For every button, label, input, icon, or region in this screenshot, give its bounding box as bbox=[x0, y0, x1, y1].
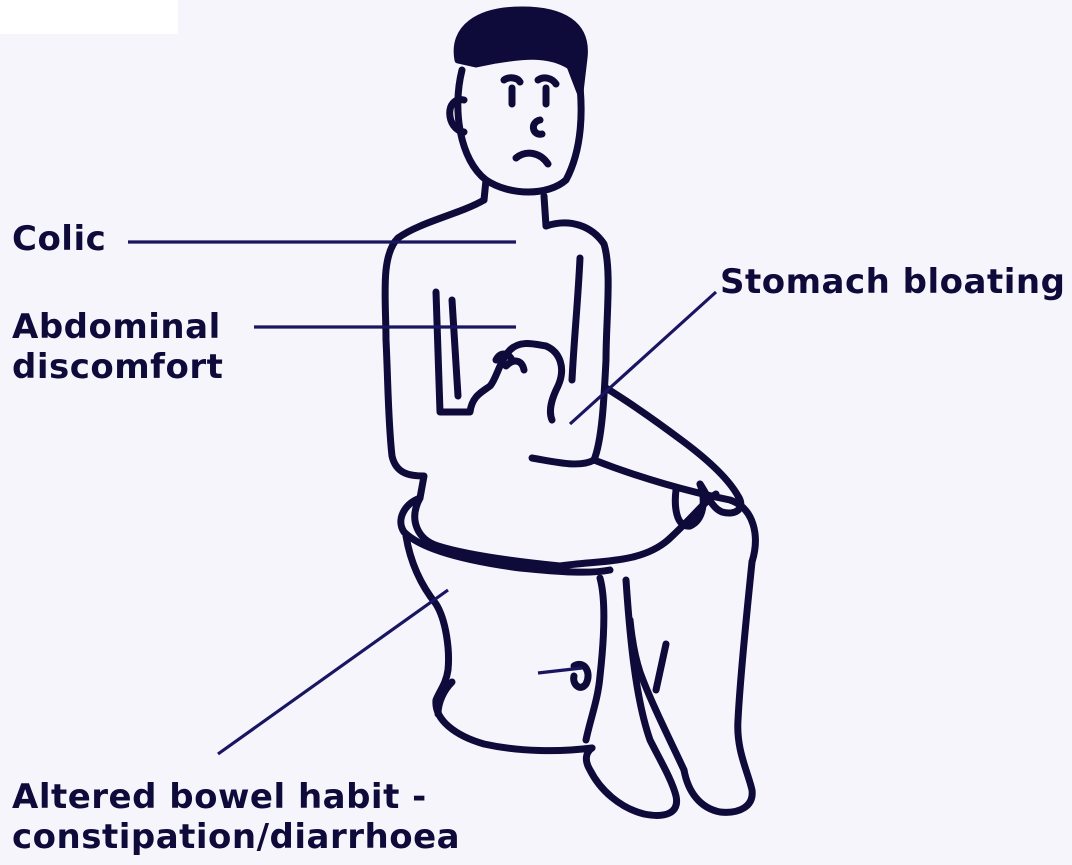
label-colic: Colic bbox=[12, 219, 106, 259]
label-stomach-bloating: Stomach bloating bbox=[720, 262, 1065, 302]
lower-leg-front bbox=[684, 562, 752, 812]
label-abdominal-discomfort: Abdominal discomfort bbox=[12, 307, 223, 387]
torso bbox=[385, 200, 560, 566]
nose bbox=[533, 120, 542, 134]
left-brow bbox=[504, 78, 520, 82]
thigh bbox=[560, 494, 716, 566]
left-arm-inner bbox=[452, 300, 458, 396]
neck-right bbox=[544, 196, 546, 226]
label-bowel-line2: constipation/diarrhoea bbox=[12, 817, 460, 857]
chest-line bbox=[572, 258, 580, 380]
label-bowel-line1: Altered bowel habit - bbox=[12, 777, 460, 817]
label-altered-bowel-habit: Altered bowel habit - constipation/diarr… bbox=[12, 777, 460, 857]
right-brow bbox=[538, 78, 556, 84]
label-abdominal-line1: Abdominal bbox=[12, 307, 223, 347]
leader-bloating bbox=[570, 292, 716, 424]
leader-bowel-tail bbox=[538, 668, 582, 673]
toilet-front bbox=[586, 578, 604, 740]
head bbox=[458, 70, 581, 192]
leader-bowel bbox=[218, 590, 448, 754]
mouth bbox=[516, 153, 548, 164]
label-abdominal-line2: discomfort bbox=[12, 347, 223, 387]
shin-line bbox=[656, 644, 666, 690]
belly bbox=[532, 458, 594, 464]
